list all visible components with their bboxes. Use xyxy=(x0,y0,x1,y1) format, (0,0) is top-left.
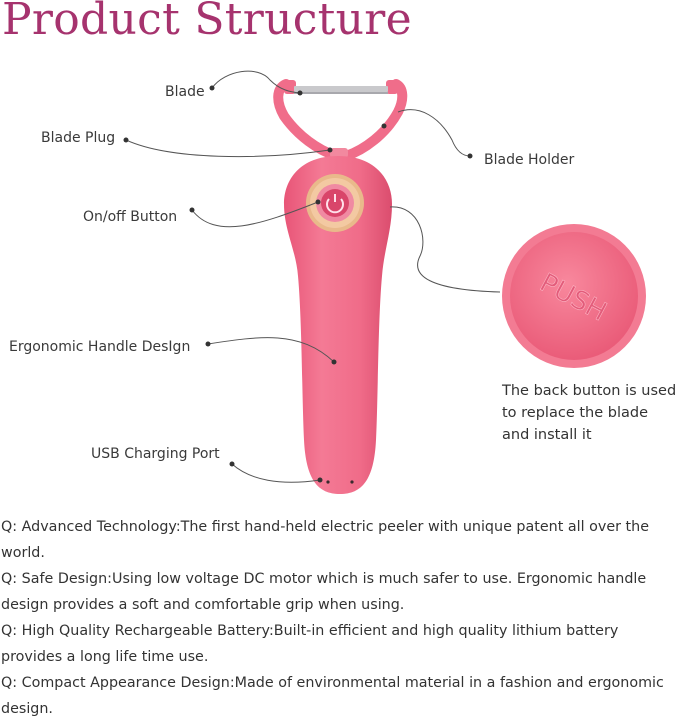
note-line: The back button is used xyxy=(502,383,677,399)
usb-port-dot xyxy=(326,480,330,484)
label-blade: Blade xyxy=(165,84,205,100)
feature-item: Q: High Quality Rechargeable Battery:Bui… xyxy=(1,623,619,665)
blade xyxy=(294,86,388,94)
blade-plug xyxy=(330,148,348,158)
feature-list: Q: Advanced Technology:The first hand-he… xyxy=(1,514,676,722)
label-ergonomic-handle: Ergonomic Handle DesIgn xyxy=(9,339,191,355)
power-button xyxy=(306,174,364,232)
feature-item: Q: Advanced Technology:The first hand-he… xyxy=(1,519,650,561)
label-on-off-button: On/off Button xyxy=(83,209,178,225)
push-button: PUSH xyxy=(502,224,646,368)
feature-item: Q: Safe Design:Using low voltage DC moto… xyxy=(1,571,647,613)
note-line: to replace the blade xyxy=(502,405,648,421)
product-illustration: PUSH xyxy=(123,70,646,494)
back-button-note: The back button is used to replace the b… xyxy=(502,380,679,446)
leader-dots xyxy=(123,85,473,483)
label-blade-holder: Blade Holder xyxy=(484,152,575,168)
label-usb-port: USB Charging Port xyxy=(91,446,220,462)
page-title: Product Structure xyxy=(2,0,412,45)
feature-item: Q: Compact Appearance Design:Made of env… xyxy=(1,675,664,717)
label-blade-plug: Blade Plug xyxy=(41,130,116,146)
leader-lines xyxy=(125,70,501,483)
note-line: and install it xyxy=(502,427,592,443)
indicator-dot xyxy=(350,480,354,484)
handle-body xyxy=(284,156,392,494)
